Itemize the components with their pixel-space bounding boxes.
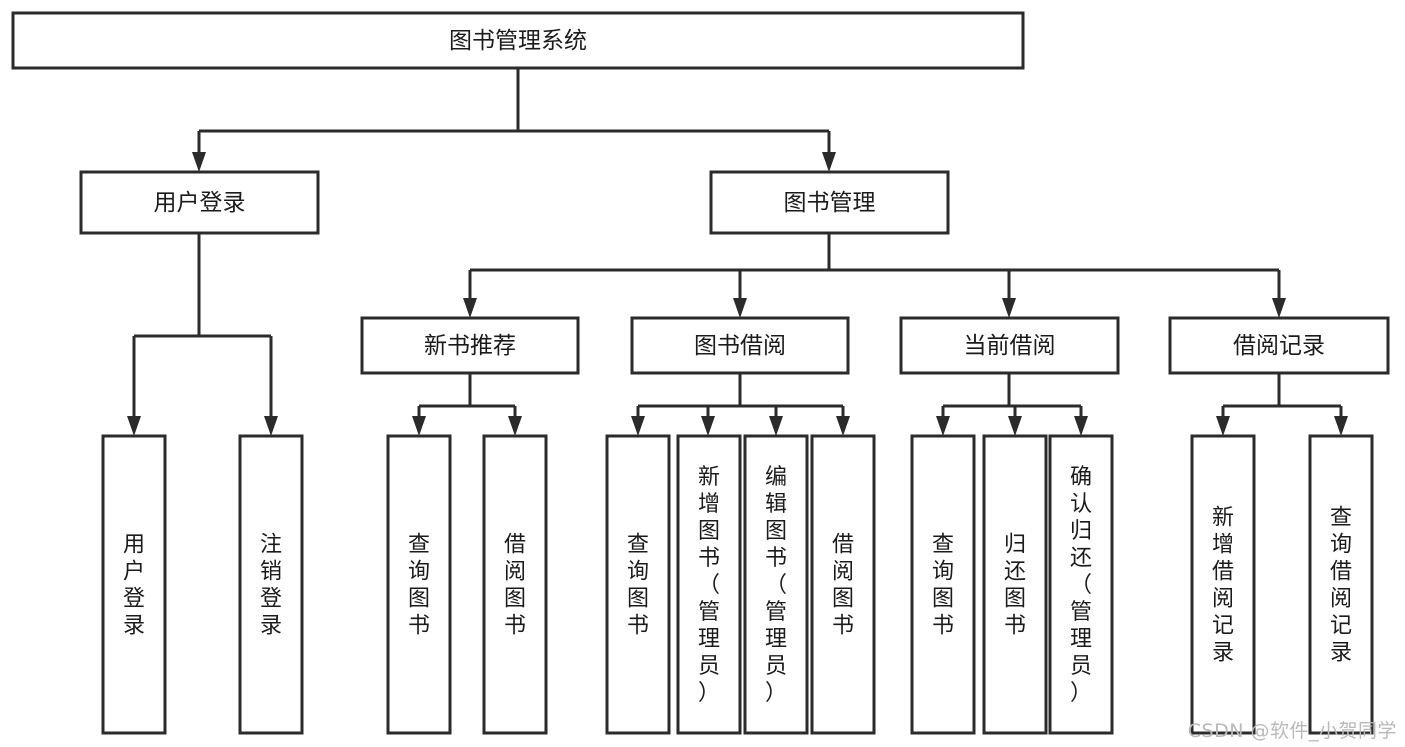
node-leaf-query-book-rec[interactable]: 查询图书: [386, 434, 452, 735]
node-label-leaf-add-book: 新增图书（管理员）: [698, 465, 720, 706]
node-label-leaf-query-book-rec: 查询图书: [408, 533, 430, 639]
node-leaf-confirm-return[interactable]: 确认归还（管理员）: [1048, 434, 1114, 735]
node-book-manage[interactable]: 图书管理: [709, 170, 950, 235]
connector-group-root-to-level1: [192, 68, 836, 172]
node-label-leaf-user-login: 用户登录: [123, 533, 145, 639]
node-label-root: 图书管理系统: [449, 28, 587, 54]
node-leaf-logout-login[interactable]: 注销登录: [238, 434, 304, 735]
node-label-borrow-record: 借阅记录: [1233, 333, 1325, 359]
node-leaf-borrow-book[interactable]: 借阅图书: [810, 434, 876, 735]
csdn-watermark: CSDN @软件_小贺同学: [1187, 720, 1397, 742]
node-leaf-edit-book[interactable]: 编辑图书（管理员）: [743, 434, 809, 735]
node-label-book-manage: 图书管理: [784, 190, 876, 216]
node-leaf-add-borrow-record[interactable]: 新增借阅记录: [1190, 434, 1256, 735]
node-book-borrow[interactable]: 图书借阅: [630, 316, 850, 375]
node-label-leaf-add-borrow-record: 新增借阅记录: [1212, 506, 1234, 666]
node-label-leaf-query-book-current: 查询图书: [932, 533, 954, 639]
node-leaf-query-book-borrow[interactable]: 查询图书: [605, 434, 671, 735]
connector-group-current-borrow-to-leaves: [936, 373, 1088, 436]
connector-group-new-book-recommend-to-leaves: [412, 373, 522, 436]
node-borrow-record[interactable]: 借阅记录: [1168, 316, 1390, 375]
node-label-leaf-logout-login: 注销登录: [260, 533, 282, 639]
node-leaf-query-book-current[interactable]: 查询图书: [910, 434, 976, 735]
node-label-leaf-edit-book: 编辑图书（管理员）: [765, 465, 787, 706]
node-label-leaf-return-book: 归还图书: [1004, 533, 1026, 639]
nodes-layer: 图书管理系统用户登录图书管理新书推荐图书借阅当前借阅借阅记录用户登录注销登录查询…: [11, 11, 1390, 735]
node-leaf-return-book[interactable]: 归还图书: [982, 434, 1048, 735]
node-new-book-recommend[interactable]: 新书推荐: [360, 316, 580, 375]
node-leaf-borrow-book-rec[interactable]: 借阅图书: [482, 434, 548, 735]
connector-group-book-borrow-to-leaves: [631, 373, 850, 436]
node-leaf-user-login[interactable]: 用户登录: [101, 434, 167, 735]
connector-group-user-login-to-leaves: [127, 233, 278, 436]
node-label-new-book-recommend: 新书推荐: [424, 333, 516, 359]
node-leaf-query-borrow-record[interactable]: 查询借阅记录: [1308, 434, 1374, 735]
connector-group-borrow-record-to-leaves: [1216, 373, 1348, 436]
node-label-leaf-confirm-return: 确认归还（管理员）: [1070, 465, 1092, 706]
node-label-leaf-query-borrow-record: 查询借阅记录: [1330, 506, 1352, 666]
node-root[interactable]: 图书管理系统: [11, 11, 1025, 70]
node-label-leaf-borrow-book: 借阅图书: [832, 533, 854, 639]
node-label-leaf-borrow-book-rec: 借阅图书: [504, 533, 526, 639]
node-current-borrow[interactable]: 当前借阅: [899, 316, 1120, 375]
node-label-book-borrow: 图书借阅: [694, 333, 786, 359]
node-user-login[interactable]: 用户登录: [79, 170, 320, 235]
connector-group-book-manage-to-level2: [463, 233, 1286, 318]
node-leaf-add-book[interactable]: 新增图书（管理员）: [676, 434, 742, 735]
node-label-current-borrow: 当前借阅: [964, 333, 1056, 359]
node-label-user-login: 用户登录: [154, 190, 246, 216]
node-label-leaf-query-book-borrow: 查询图书: [627, 533, 649, 639]
connectors-layer: [127, 68, 1348, 436]
